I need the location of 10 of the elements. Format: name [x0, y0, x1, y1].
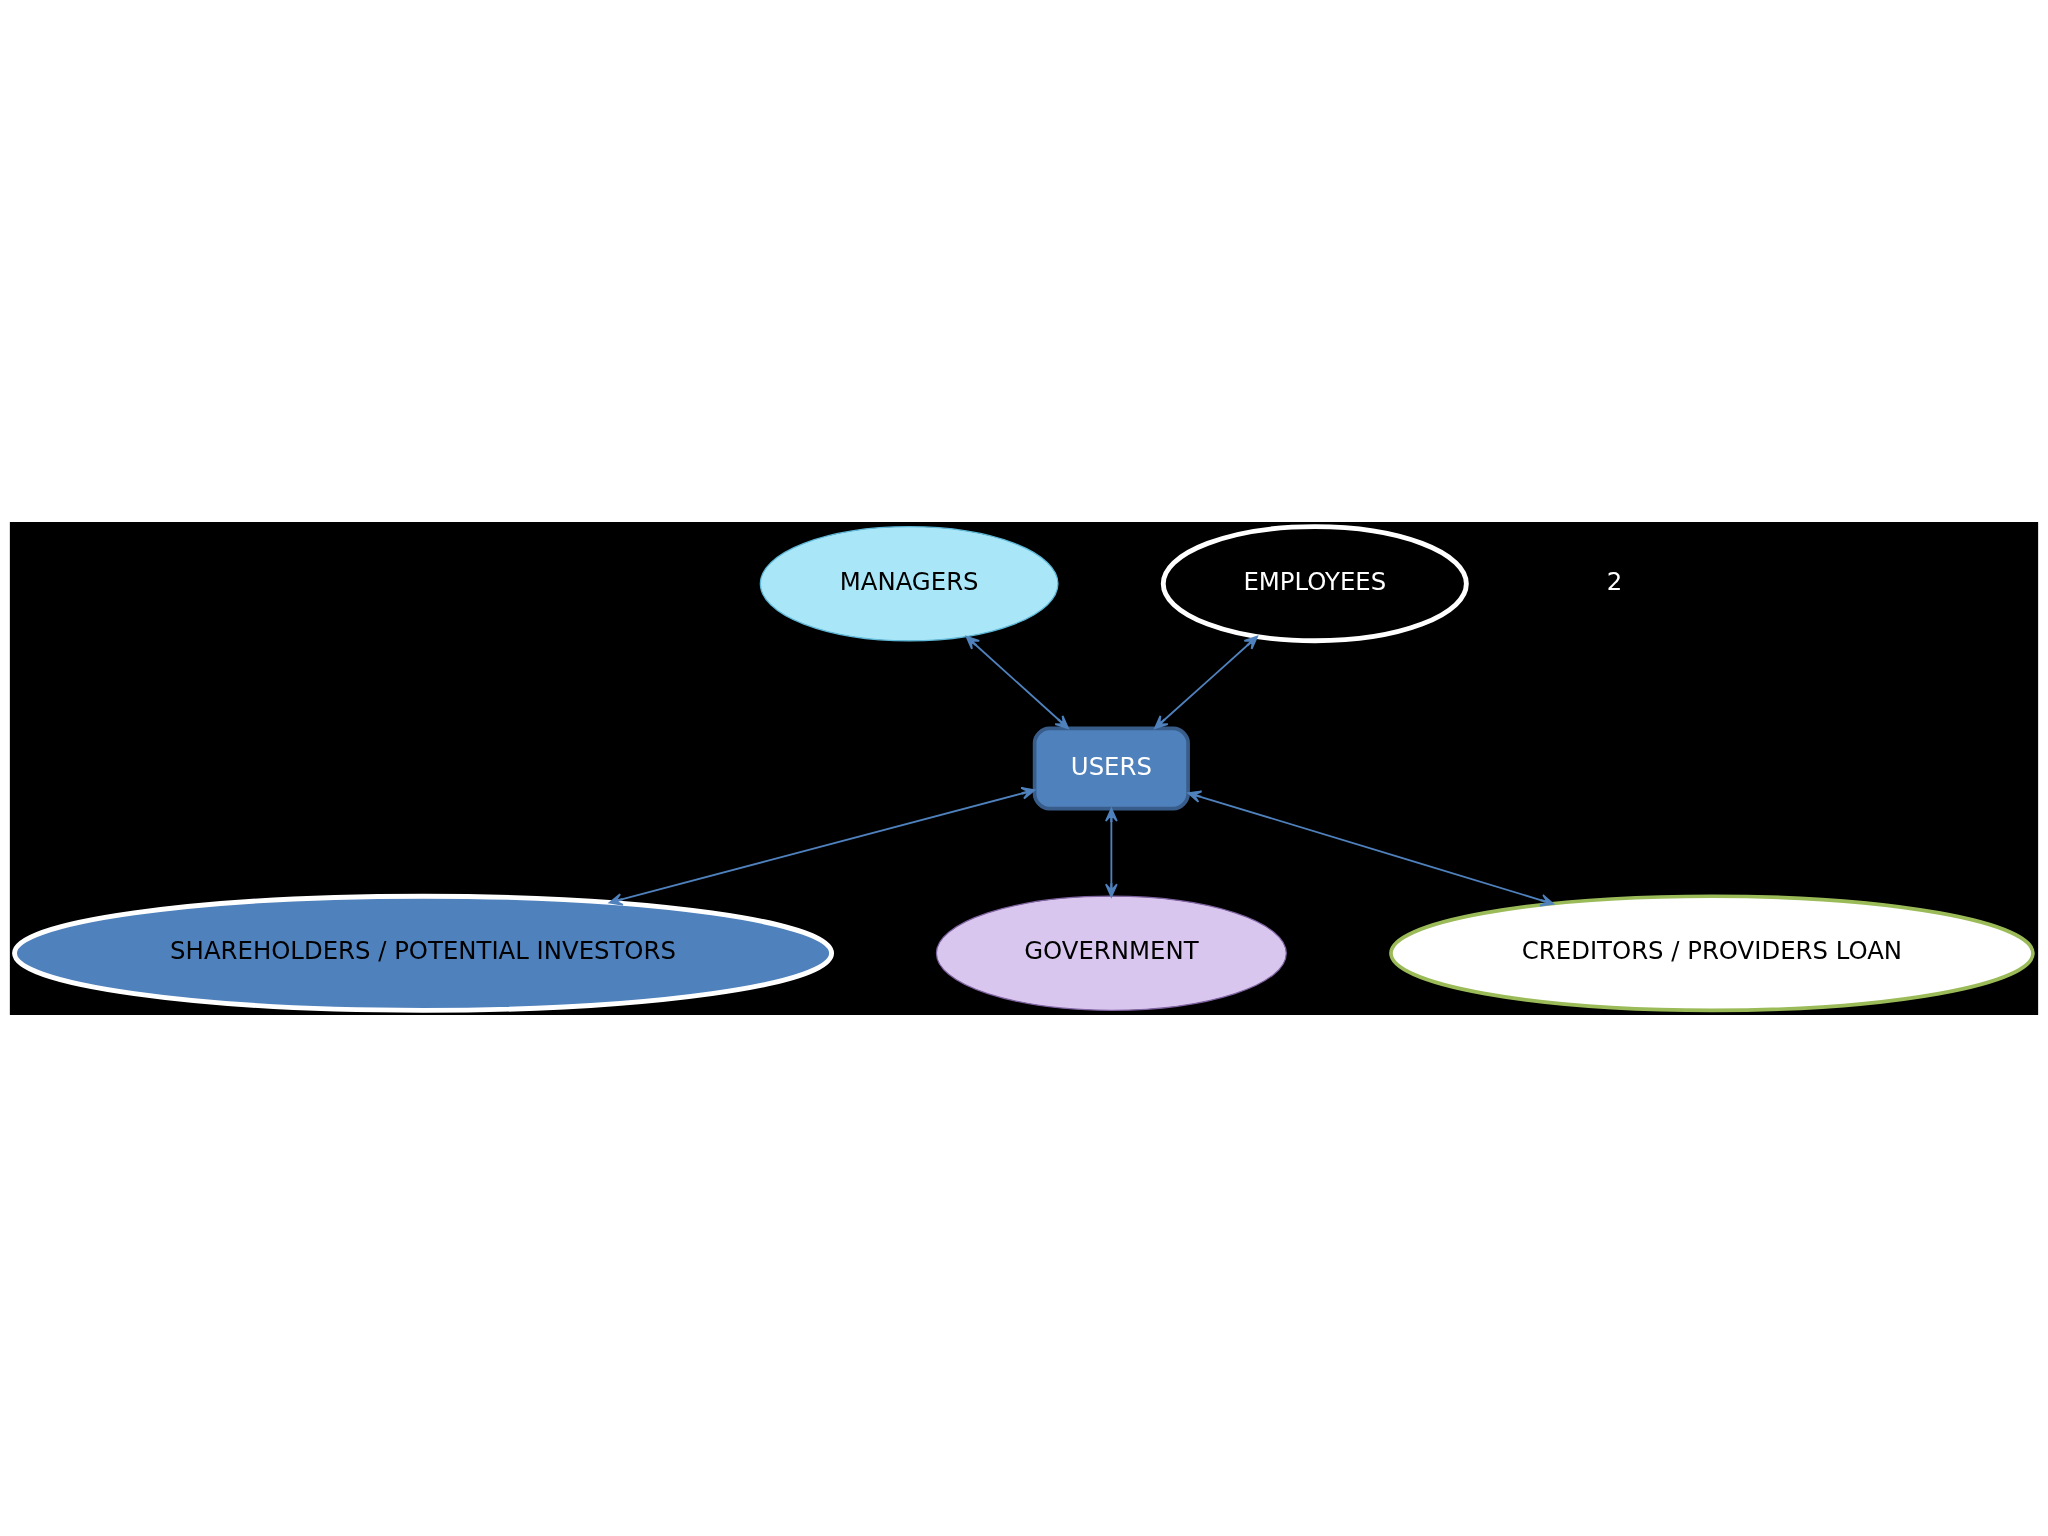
arrow	[965, 635, 1069, 729]
arrow	[1154, 635, 1258, 729]
arrow	[1104, 807, 1118, 897]
node-ellipse: EMPLOYEES	[1160, 523, 1469, 643]
node-box: USERS	[1032, 725, 1190, 811]
arrow	[608, 786, 1036, 906]
label: 2	[1606, 566, 1623, 596]
node-ellipse: MANAGERS	[759, 525, 1059, 641]
arrow	[1187, 789, 1555, 906]
node-ellipse: GOVERNMENT	[935, 895, 1287, 1011]
